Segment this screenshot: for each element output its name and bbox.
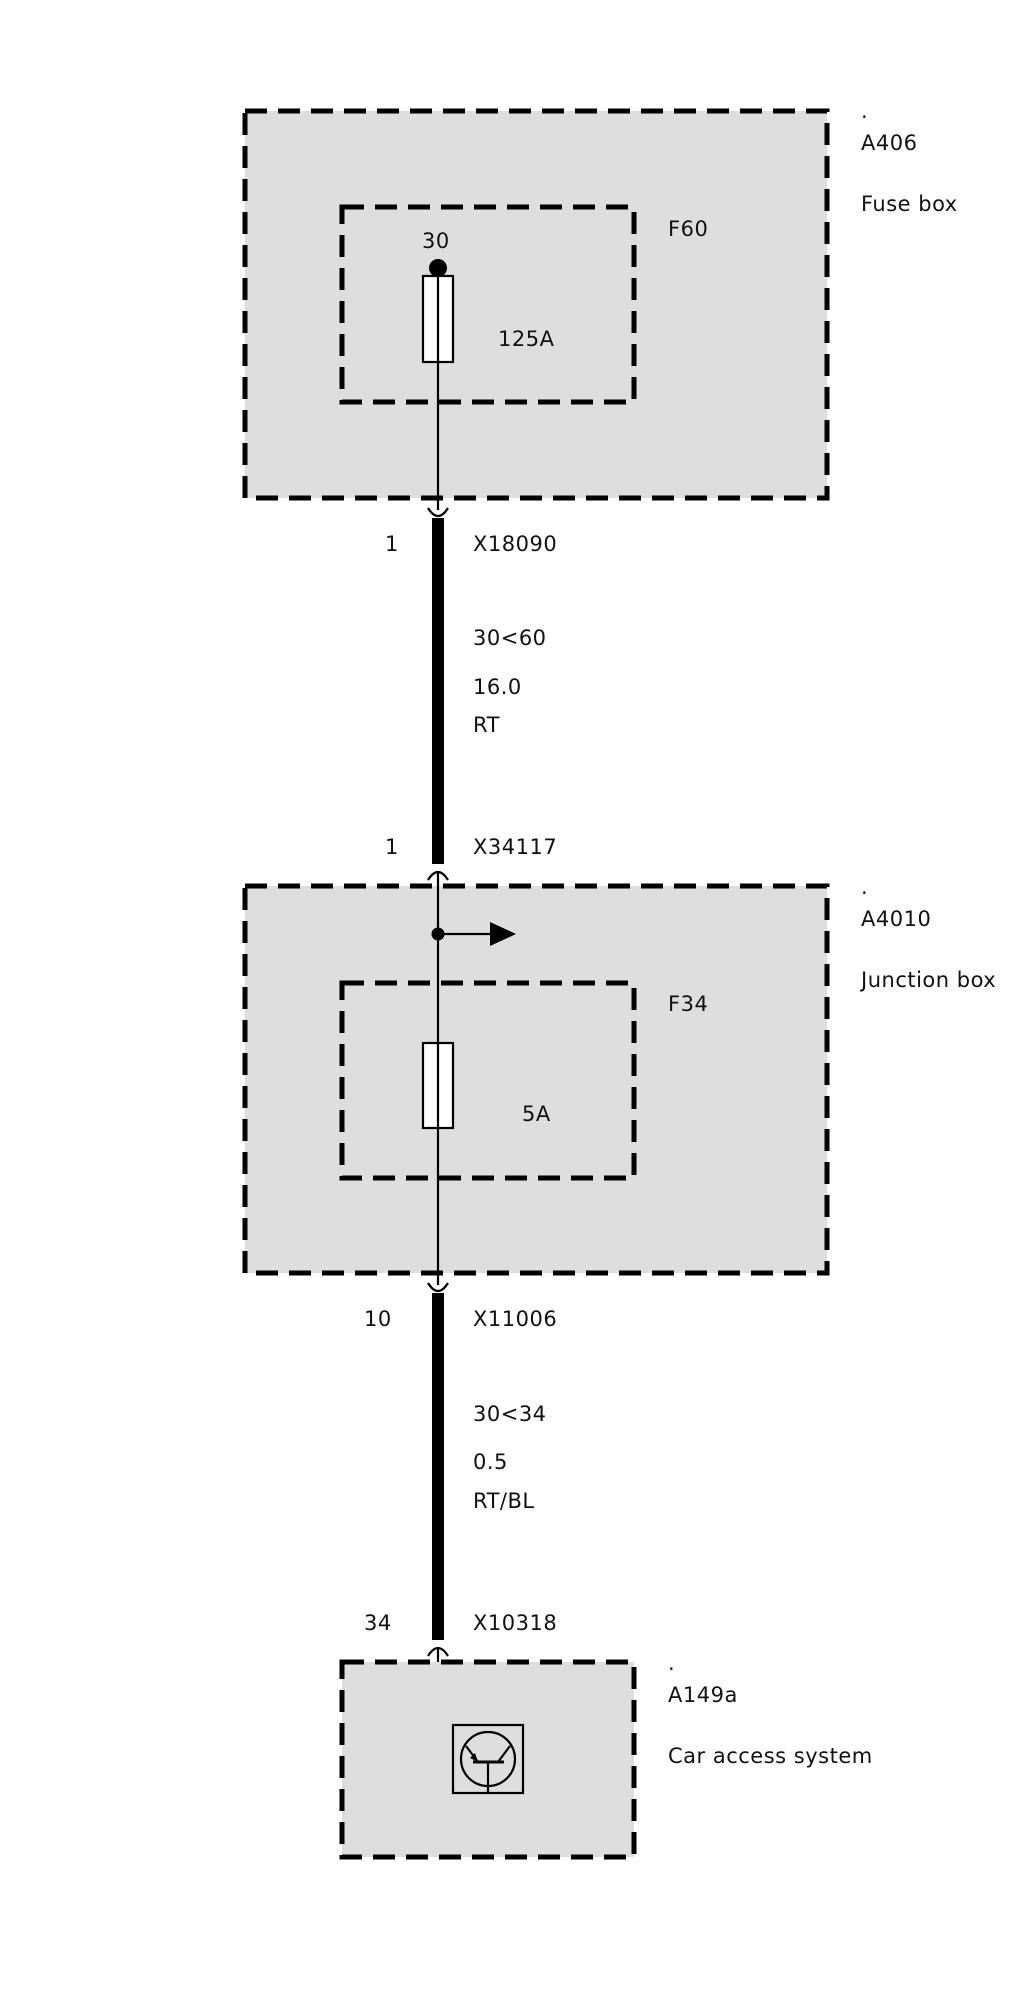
fuse-f60-outline <box>339 204 637 405</box>
fuse-f60-terminal: 30 <box>422 229 450 253</box>
transistor-icon <box>451 1723 525 1795</box>
connector-x10318-id: X10318 <box>473 1611 557 1635</box>
fuse-f34-outline <box>339 980 637 1181</box>
fuse-box-id: A406 <box>861 131 917 155</box>
car-access-id: A149a <box>668 1683 738 1707</box>
connector-x11006-id: X11006 <box>473 1307 557 1331</box>
junction-box-id: A4010 <box>861 907 931 931</box>
connector-x10318-pin: 34 <box>364 1611 392 1635</box>
fuse-f60-rating: 125A <box>498 327 555 351</box>
junction-box-name: Junction box <box>859 968 996 992</box>
wire-2-color: RT/BL <box>473 1489 535 1513</box>
fuse-box-name: Fuse box <box>861 192 958 216</box>
junction-box-module[interactable] <box>242 883 830 1276</box>
fuse-box-module[interactable] <box>242 108 830 501</box>
connector-x18090-symbol <box>427 507 449 518</box>
wire-1-color: RT <box>473 713 500 737</box>
car-access-name: Car access system <box>668 1744 873 1768</box>
junction-box-outline <box>242 883 830 1276</box>
connector-x11006-pin: 10 <box>364 1307 392 1331</box>
connector-x11006-symbol <box>427 1282 449 1293</box>
wire-1-circuit: 30<60 <box>473 626 547 650</box>
arrow-right-icon <box>431 922 516 946</box>
connector-x34117-id: X34117 <box>473 835 557 859</box>
connector-x18090-id: X18090 <box>473 532 557 556</box>
fuse-box-dot: . <box>861 99 868 123</box>
connector-x18090-pin: 1 <box>385 532 399 556</box>
junction-box-dot: . <box>861 875 868 899</box>
car-access-outline <box>339 1659 637 1860</box>
fuse-f34-rating: 5A <box>522 1102 551 1126</box>
wire-2-circuit: 30<34 <box>473 1402 547 1426</box>
connector-x34117-pin: 1 <box>385 835 399 859</box>
fuse-f60-id: F60 <box>668 217 708 241</box>
car-access-dot: . <box>668 1651 675 1675</box>
wire-2-size: 0.5 <box>473 1450 508 1474</box>
fuse-f34-id: F34 <box>668 992 708 1016</box>
car-access-module[interactable] <box>339 1659 637 1860</box>
fuse-box-outline <box>242 108 830 501</box>
wire-1-size: 16.0 <box>473 675 522 699</box>
